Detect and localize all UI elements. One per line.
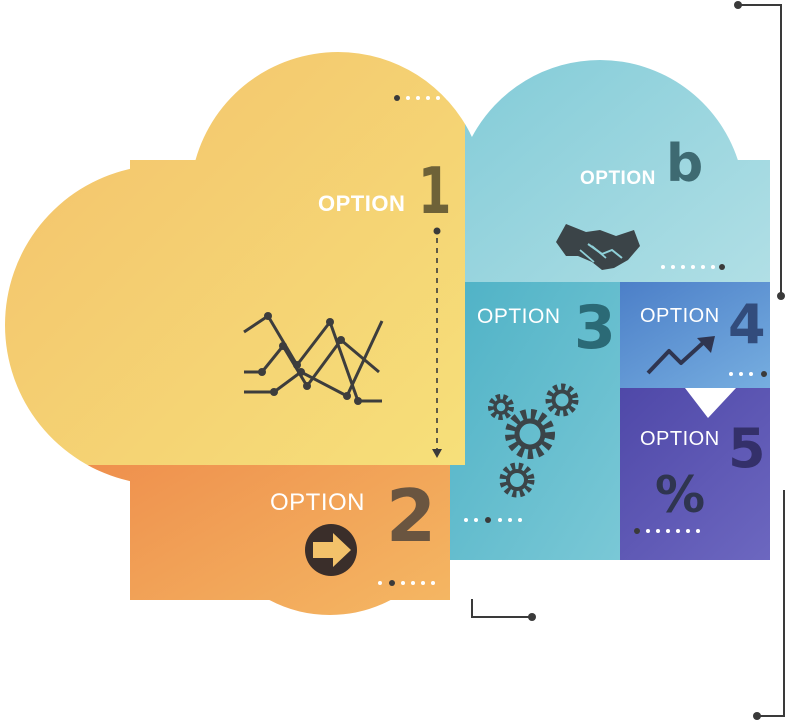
line-chart-icon (243, 312, 384, 405)
segment-4-number: 4 (728, 293, 766, 356)
segment-5-label: OPTION (640, 428, 720, 450)
connector-bottom (471, 599, 536, 621)
segment-4-area (620, 282, 770, 388)
connector-bottom-right (753, 490, 785, 720)
segment-2-number: 2 (386, 474, 437, 558)
segment-1-area (5, 52, 470, 470)
trend-up-icon (646, 336, 715, 375)
segment-2-area (5, 465, 450, 615)
dots-segment-1 (394, 95, 460, 101)
segment-3-number: 3 (574, 293, 616, 363)
dots-segment-4 (729, 371, 787, 377)
segment-b-number: b (666, 134, 704, 194)
segment-2-label: OPTION (270, 489, 366, 516)
dots-segment-3 (464, 517, 522, 523)
segment-5-area (620, 388, 770, 560)
gears-icon (488, 383, 579, 498)
connector-top-right (734, 1, 785, 300)
segment-1-label: OPTION (318, 191, 406, 216)
dots-segment-b (661, 264, 725, 270)
percent-icon: % (655, 466, 706, 524)
segment-5-number: 5 (728, 417, 766, 480)
handshake-icon (556, 224, 640, 270)
arrow-right-circle-icon (305, 524, 357, 576)
segment-1-number: 1 (418, 155, 452, 229)
segment-b-label: OPTION (580, 168, 656, 189)
dots-segment-5 (634, 528, 700, 534)
dashed-arrow (432, 227, 442, 458)
dots-segment-2 (378, 580, 435, 586)
segment-4-label: OPTION (640, 305, 720, 327)
segment-3-label: OPTION (477, 305, 561, 328)
